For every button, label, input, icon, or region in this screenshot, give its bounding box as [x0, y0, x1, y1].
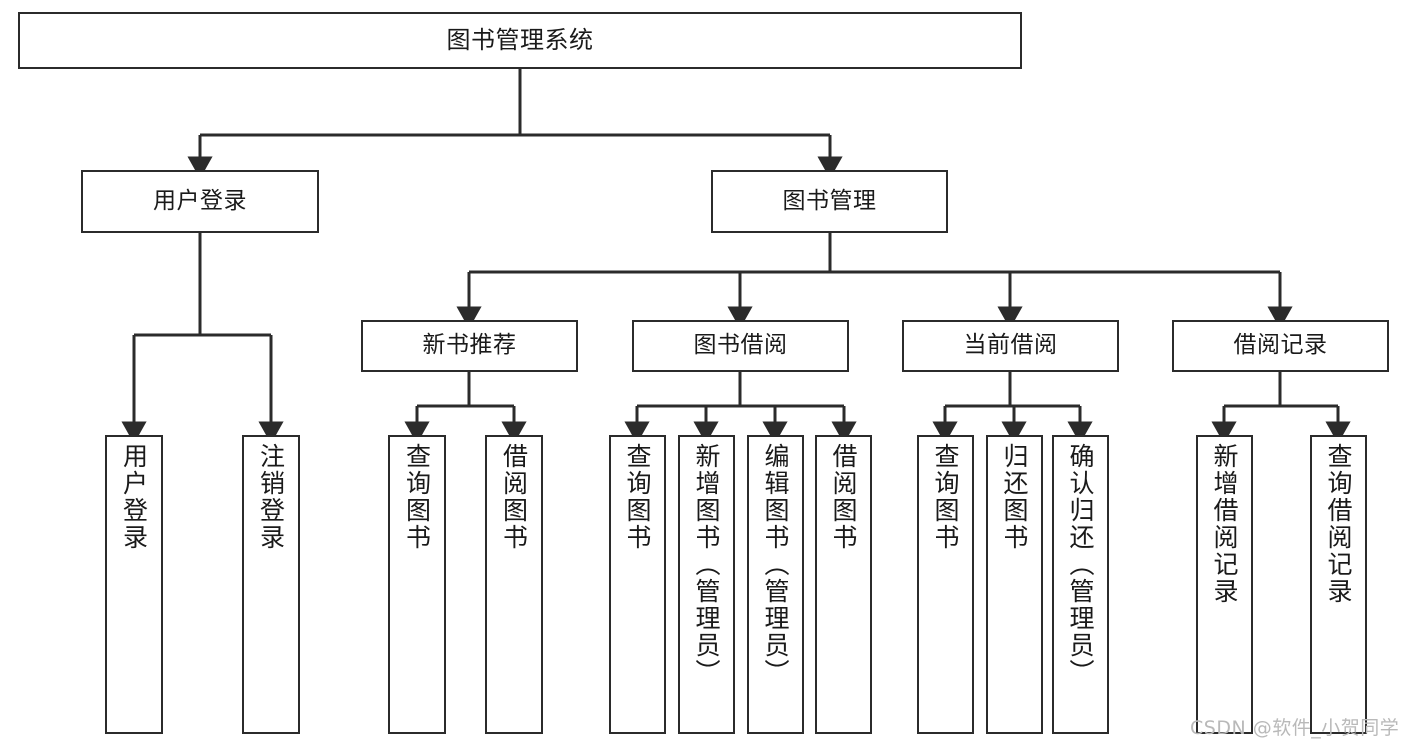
node-leaf-query-book-2-label: 查询图书 [623, 443, 652, 551]
node-leaf-user-logout-label: 注销登录 [256, 443, 286, 551]
node-new-book-recommend-label: 新书推荐 [422, 332, 517, 359]
node-book-borrow[interactable]: 图书借阅 [632, 320, 849, 372]
node-leaf-query-book-1[interactable]: 查询图书 [388, 435, 446, 734]
csdn-watermark: CSDN @软件_小贺同学 [1190, 717, 1400, 739]
node-root[interactable]: 图书管理系统 [18, 12, 1022, 69]
node-user-login-label: 用户登录 [153, 187, 247, 214]
node-leaf-borrow-book-1[interactable]: 借阅图书 [485, 435, 543, 734]
node-leaf-user-logout[interactable]: 注销登录 [242, 435, 300, 734]
node-book-manage[interactable]: 图书管理 [711, 170, 948, 233]
node-leaf-confirm-return[interactable]: 确认归还（管理员） [1052, 435, 1109, 734]
node-leaf-query-book-1-label: 查询图书 [402, 443, 432, 551]
node-leaf-query-record[interactable]: 查询借阅记录 [1310, 435, 1367, 734]
node-borrow-record-label: 借阅记录 [1233, 332, 1328, 359]
node-leaf-edit-book-label: 编辑图书（管理员） [761, 443, 790, 686]
node-borrow-record[interactable]: 借阅记录 [1172, 320, 1389, 372]
node-leaf-return-book-label: 归还图书 [1000, 443, 1029, 551]
node-current-borrow-label: 当前借阅 [963, 332, 1058, 359]
node-user-login[interactable]: 用户登录 [81, 170, 319, 233]
node-new-book-recommend[interactable]: 新书推荐 [361, 320, 578, 372]
node-leaf-add-record-label: 新增借阅记录 [1210, 443, 1239, 605]
node-leaf-confirm-return-label: 确认归还（管理员） [1066, 443, 1095, 686]
node-leaf-return-book[interactable]: 归还图书 [986, 435, 1043, 734]
node-leaf-borrow-book-1-label: 借阅图书 [499, 443, 529, 551]
node-leaf-add-book-label: 新增图书（管理员） [692, 443, 721, 686]
node-leaf-query-book-2[interactable]: 查询图书 [609, 435, 666, 734]
node-leaf-add-record[interactable]: 新增借阅记录 [1196, 435, 1253, 734]
node-leaf-borrow-book-2-label: 借阅图书 [829, 443, 858, 551]
node-current-borrow[interactable]: 当前借阅 [902, 320, 1119, 372]
node-leaf-user-login-label: 用户登录 [119, 443, 149, 551]
node-leaf-query-record-label: 查询借阅记录 [1324, 443, 1353, 605]
node-leaf-borrow-book-2[interactable]: 借阅图书 [815, 435, 872, 734]
node-root-label: 图书管理系统 [446, 26, 594, 55]
node-book-borrow-label: 图书借阅 [693, 332, 788, 359]
node-leaf-add-book[interactable]: 新增图书（管理员） [678, 435, 735, 734]
node-leaf-edit-book[interactable]: 编辑图书（管理员） [747, 435, 804, 734]
node-leaf-query-book-3[interactable]: 查询图书 [917, 435, 974, 734]
node-book-manage-label: 图书管理 [782, 187, 877, 214]
node-leaf-query-book-3-label: 查询图书 [931, 443, 960, 551]
node-leaf-user-login[interactable]: 用户登录 [105, 435, 163, 734]
